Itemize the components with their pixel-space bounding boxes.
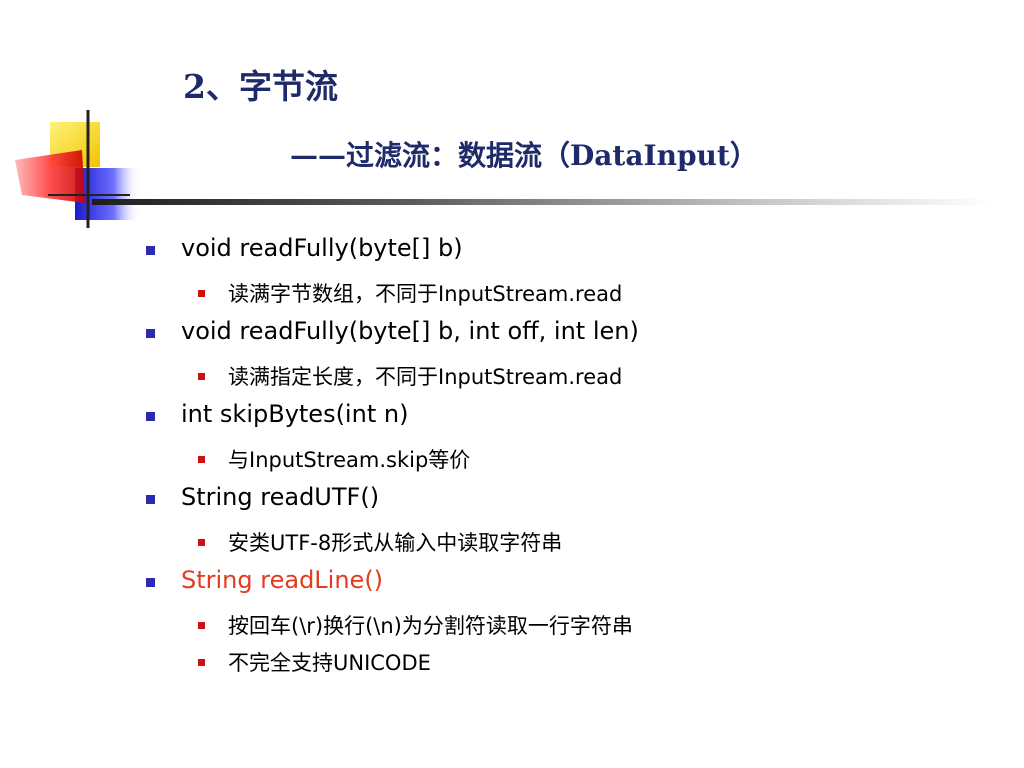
sub-bullet-square-icon xyxy=(198,373,205,380)
title-divider xyxy=(92,199,992,205)
bullet-square-icon xyxy=(146,329,155,338)
sub-bullet-text: 读满指定长度，不同于InputStream.read xyxy=(228,365,623,389)
sub-bullet-text: 读满字节数组，不同于InputStream.read xyxy=(228,282,623,306)
bullet-text: String readUTF() xyxy=(181,483,380,511)
bullet-square-icon xyxy=(146,246,155,255)
bullet-text: void readFully(byte[] b) xyxy=(181,234,463,262)
bullet-text-highlighted: String readLine() xyxy=(181,566,384,594)
sub-bullet-text: 按回车(\r)换行(\n)为分割符读取一行字符串 xyxy=(228,614,633,638)
sub-bullet-text: 不完全支持UNICODE xyxy=(228,651,431,675)
slide-subtitle: ——过滤流：数据流（DataInput） xyxy=(290,139,758,172)
sub-bullet-square-icon xyxy=(198,539,205,546)
bullet-square-icon xyxy=(146,412,155,421)
bullet-text: void readFully(byte[] b, int off, int le… xyxy=(181,317,639,345)
bullet-square-icon xyxy=(146,578,155,587)
sub-bullet-square-icon xyxy=(198,290,205,297)
sub-bullet-square-icon xyxy=(198,622,205,629)
sub-bullet-square-icon xyxy=(198,659,205,666)
bullet-text: int skipBytes(int n) xyxy=(181,400,409,428)
bullet-square-icon xyxy=(146,495,155,504)
red-square xyxy=(15,150,85,203)
slide-title: 2、字节流 xyxy=(183,67,338,106)
sub-bullet-text: 与InputStream.skip等价 xyxy=(228,448,471,472)
sub-bullet-square-icon xyxy=(198,456,205,463)
sub-bullet-text: 安类UTF-8形式从输入中读取字符串 xyxy=(228,531,563,555)
decorative-corner-graphic xyxy=(15,110,140,228)
